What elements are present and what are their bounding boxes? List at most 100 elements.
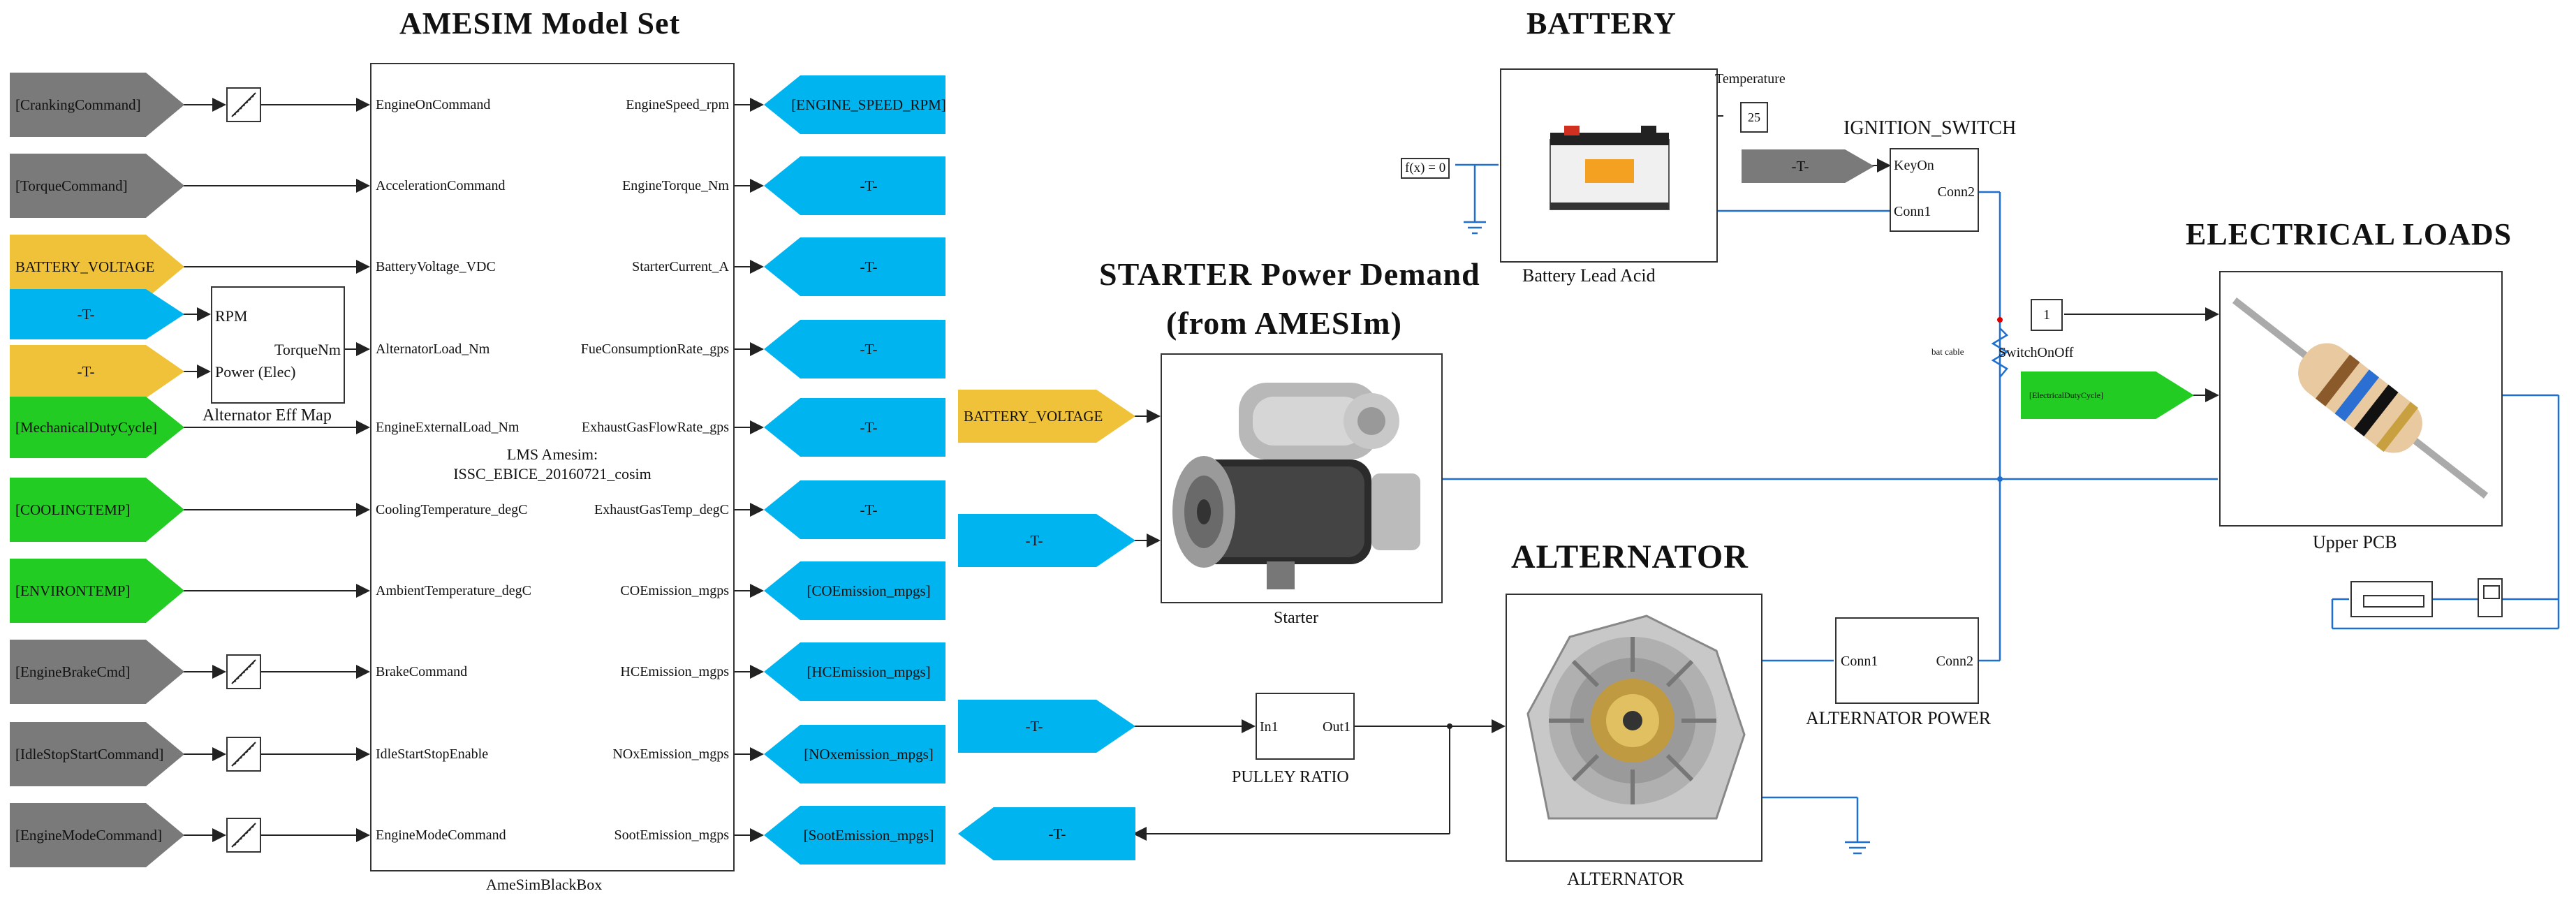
amesim-out-port: EngineSpeed_rpm: [626, 97, 729, 112]
alternator-eff-map-block[interactable]: RPM TorqueNm Power (Elec): [211, 286, 345, 404]
amesim-in-port: EngineOnCommand: [376, 97, 491, 112]
input-tag-goto-rpm[interactable]: -T-: [10, 289, 184, 339]
input-tag-engine-mode-command[interactable]: [EngineModeCommand]: [10, 803, 184, 867]
upper-pcb-block[interactable]: [2219, 271, 2503, 527]
bat-cable-label: bat cable: [1931, 346, 1964, 357]
output-tag-exhaust-temp[interactable]: -T-: [764, 480, 945, 539]
amesim-in-port: CoolingTemperature_degC: [376, 502, 528, 517]
alternator-feedback-tag[interactable]: -T-: [958, 807, 1135, 860]
pulley-ratio-block[interactable]: In1 Out1: [1256, 693, 1355, 760]
upper-pcb-label: Upper PCB: [2313, 532, 2397, 552]
output-tag-nox-emission[interactable]: [NOxemission_mpgs]: [764, 725, 945, 783]
starter-block[interactable]: [1161, 353, 1443, 603]
switch-onoff-label: SwitchOnOff: [1999, 345, 2074, 360]
alt-map-rpm-port: RPM: [215, 307, 248, 325]
input-tag-engine-brake-cmd[interactable]: [EngineBrakeCmd]: [10, 640, 184, 704]
alternator-icon: [1526, 615, 1746, 820]
saturation-block-engine-mode[interactable]: [226, 818, 261, 853]
amesim-out-port: EngineTorque_Nm: [621, 178, 729, 193]
current-sensor-block[interactable]: [2350, 581, 2433, 617]
output-tag-soot-emission[interactable]: [SootEmission_mpgs]: [764, 806, 945, 864]
input-tag-battery-voltage[interactable]: BATTERY_VOLTAGE: [10, 235, 184, 299]
amesim-out-port: NOxEmission_mgps: [612, 746, 729, 762]
scope-block[interactable]: [2478, 578, 2503, 617]
input-tag-torque-command[interactable]: [TorqueCommand]: [10, 154, 184, 218]
battery-temperature-label: Temperature: [1715, 71, 1786, 87]
amesim-in-port: BrakeCommand: [376, 664, 468, 679]
output-tag-fuel-consumption[interactable]: -T-: [764, 320, 945, 378]
output-tag-co-emission[interactable]: [COEmission_mpgs]: [764, 561, 945, 620]
alt-power-conn2-port: Conn2: [1936, 654, 1973, 669]
input-tag-cooling-temp[interactable]: [COOLINGTEMP]: [10, 478, 184, 542]
amesim-center-label-2: ISSC_EBICE_20160721_cosim: [453, 465, 652, 483]
starter-title-line1: STARTER Power Demand: [1099, 256, 1480, 292]
input-tag-cranking-command[interactable]: [CrankingCommand]: [10, 73, 184, 137]
amesim-out-port: ExhaustGasTemp_degC: [594, 502, 729, 517]
starter-label: Starter: [1274, 609, 1318, 627]
alternator-power-block[interactable]: Conn1 Conn2: [1835, 617, 1979, 704]
pulley-input-from[interactable]: -T-: [958, 700, 1135, 753]
amesim-center-label-1: LMS Amesim:: [506, 446, 598, 463]
amesim-out-port: FueConsumptionRate_gps: [580, 341, 729, 357]
amesim-blackbox[interactable]: EngineOnCommand AccelerationCommand Batt…: [370, 63, 735, 871]
alt-power-conn1-port: Conn1: [1841, 654, 1878, 669]
starter-input-from[interactable]: -T-: [958, 514, 1135, 567]
input-tag-goto-power[interactable]: -T-: [10, 345, 184, 398]
resistor-icon: [2232, 297, 2489, 499]
pulley-in-port: In1: [1260, 719, 1279, 735]
amesim-out-port: COEmission_mgps: [620, 583, 729, 598]
saturation-block-cranking[interactable]: [226, 87, 261, 122]
alternator-label: ALTERNATOR: [1567, 869, 1684, 889]
electrical-loads-title: ELECTRICAL LOADS: [2186, 217, 2512, 251]
amesim-in-port: AccelerationCommand: [376, 178, 506, 193]
output-tag-engine-torque[interactable]: -T-: [764, 156, 945, 215]
starter-motor-icon: [1172, 383, 1420, 589]
amesim-out-port: HCEmission_mgps: [620, 664, 729, 679]
battery-title: BATTERY: [1526, 6, 1677, 41]
switch-constant-block[interactable]: 1: [2031, 299, 2063, 331]
output-tag-exhaust-flow[interactable]: -T-: [764, 398, 945, 457]
pulley-ratio-label: PULLEY RATIO: [1232, 768, 1349, 786]
alt-map-power-port: Power (Elec): [215, 363, 296, 381]
amesim-out-port: SootEmission_mgps: [614, 827, 729, 843]
amesim-out-port: StarterCurrent_A: [632, 259, 729, 274]
alternator-block[interactable]: [1506, 594, 1762, 862]
output-tag-hc-emission[interactable]: [HCEmission_mpgs]: [764, 642, 945, 701]
input-tag-mechanical-duty-cycle[interactable]: [MechanicalDutyCycle]: [10, 397, 184, 458]
saturation-block-idle-stop[interactable]: [226, 737, 261, 772]
amesim-in-port: IdleStartStopEnable: [376, 746, 489, 762]
amesim-in-port: EngineModeCommand: [376, 827, 506, 843]
battery-icon: [1550, 126, 1670, 210]
starter-title-line2: (from AMESIm): [1166, 305, 1402, 341]
battery-temperature-const[interactable]: 25: [1740, 102, 1768, 133]
amesim-out-port: ExhaustGasFlowRate_gps: [581, 420, 729, 435]
pulley-out-port: Out1: [1323, 719, 1350, 735]
alternator-eff-map-label: Alternator Eff Map: [203, 406, 332, 425]
amesim-in-port: BatteryVoltage_VDC: [376, 259, 496, 274]
ignition-switch-title: IGNITION_SWITCH: [1843, 117, 2017, 139]
battery-block[interactable]: [1500, 68, 1718, 263]
ignition-conn2-port: Conn2: [1937, 184, 1975, 200]
amesim-block-name: AmeSimBlackBox: [486, 876, 603, 893]
saturation-block-brake[interactable]: [226, 654, 261, 689]
starter-input-battery-voltage[interactable]: BATTERY_VOLTAGE: [958, 390, 1135, 443]
electrical-duty-cycle-tag[interactable]: [ElectricalDutyCycle]: [2021, 371, 2194, 419]
ignition-conn1-port: Conn1: [1894, 204, 1931, 219]
ignition-switch-block[interactable]: KeyOn Conn2 Conn1: [1890, 148, 1979, 232]
amesim-in-port: AmbientTemperature_degC: [376, 583, 531, 598]
battery-fx-block[interactable]: f(x) = 0: [1401, 158, 1450, 179]
amesim-title: AMESIM Model Set: [399, 6, 681, 41]
input-tag-idle-stop-start-command[interactable]: [IdleStopStartCommand]: [10, 722, 184, 786]
battery-label: Battery Lead Acid: [1522, 265, 1656, 286]
output-tag-starter-current[interactable]: -T-: [764, 237, 945, 296]
amesim-in-port: EngineExternalLoad_Nm: [376, 420, 520, 435]
ignition-input-from[interactable]: -T-: [1742, 149, 1874, 183]
ignition-keyon-port: KeyOn: [1894, 158, 1934, 173]
input-tag-environ-temp[interactable]: [ENVIRONTEMP]: [10, 559, 184, 623]
alt-map-torque-port: TorqueNm: [274, 341, 341, 358]
amesim-in-port: AlternatorLoad_Nm: [376, 341, 490, 357]
output-tag-engine-speed[interactable]: [ENGINE_SPEED_RPM]: [764, 75, 945, 134]
alternator-title: ALTERNATOR: [1511, 538, 1749, 575]
